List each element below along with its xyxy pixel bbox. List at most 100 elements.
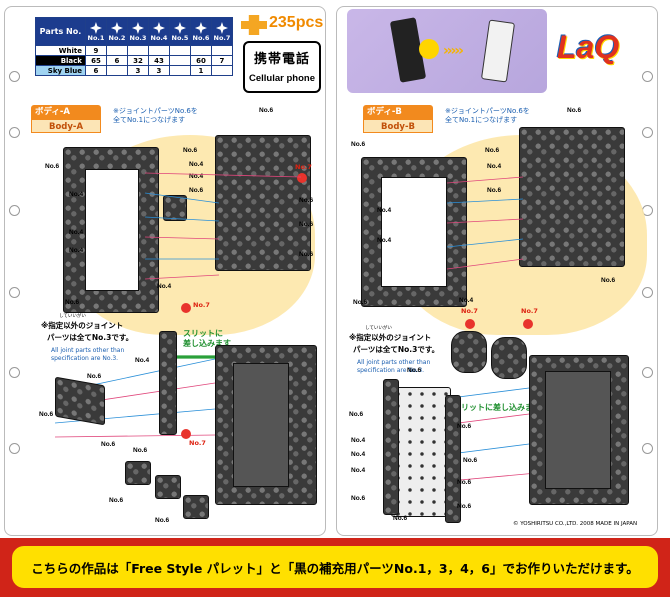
cell [210,65,234,76]
col-no2: No.2 [108,34,126,42]
part-label: No.4 [69,191,84,198]
part-label: No.4 [157,283,172,290]
part-label: No.6 [101,441,116,448]
part-label: No.4 [377,237,392,244]
part-label: No.6 [87,373,102,380]
parts-table: Parts No. No.1 No.2 No.3 No.4 No.5 No.6 … [35,17,234,76]
binder-hole [642,127,653,138]
body-back-panel [215,135,311,271]
col-no3: No.3 [129,34,147,42]
piece-count: 235pcs [241,13,324,37]
insert-arrow [177,353,233,361]
part-label: No.6 [351,495,366,502]
body-label-jp: ボディ-B [363,105,433,119]
joint-spec-note: パーツは全てNo.3です。 [47,333,134,342]
part-label: No.6 [189,187,204,194]
transform-glow [419,39,439,59]
part-label: No.6 [485,147,500,154]
ruby-text: していいがい [59,314,86,319]
side-strip [159,331,177,435]
binder-hole [9,287,20,298]
part-label: No.6 [457,423,472,430]
hinge-piece [491,337,527,379]
ruby-text: していいがい [365,326,392,331]
joint-note: ※ジョイントパーツNo.6を 全てNo.1につなげます [113,107,198,124]
part-label: No.6 [155,517,170,524]
body-a-label: ボディ-A Body-A [31,105,101,133]
piece-count-text: 235pcs [269,14,324,31]
part-label: No.6 [353,299,368,306]
part-label-red: No.7 [295,163,312,171]
part-label: No.6 [39,411,54,418]
part-label: No.6 [133,447,148,454]
col-no1: No.1 [87,34,105,42]
marker-no7 [297,173,307,183]
title-box: 携帯電話 Cellular phone [243,41,321,93]
binder-hole [642,443,653,454]
col-no4: No.4 [150,34,168,42]
slit-instruction: スリットに差し込みます [453,403,541,412]
side-strip [445,395,461,523]
binder-hole [642,287,653,298]
joint-note: ※ジョイントパーツNo.6を 全てNo.1につなげます [445,107,530,124]
frame-opening [85,169,139,291]
laq-logo: LaQ [551,29,647,79]
marker-no7 [523,319,533,329]
table-row: White 9 [35,45,234,56]
part-label: No.6 [567,107,582,114]
parts-header: Parts No. [35,17,86,46]
part-label: No.6 [299,221,314,228]
joint-spec-note: ※指定以外のジョイント [41,321,124,330]
footer-text: こちらの作品は「Free Style パレット」と「黒の補充用パーツNo.1，3… [31,560,639,576]
part-label: No.4 [377,207,392,214]
copyright-text: © YOSHIRITSU CO.,LTD. 2008 MADE IN JAPAN [513,521,638,527]
part-label: No.4 [69,247,84,254]
slit-instruction: スリットに 差し込みます [183,329,231,348]
col-no5: No.5 [171,34,189,42]
part-label: No.6 [351,141,366,148]
part-label: No.4 [135,357,150,364]
joint-spec-note-en: All joint parts other than specification… [51,347,125,362]
body-label-jp: ボディ-A [31,105,101,119]
body-back-panel [519,127,625,267]
marker-no7 [465,319,475,329]
part-label: No.4 [189,161,204,168]
part-label: No.4 [69,229,84,236]
binder-hole [9,205,20,216]
joint-spec-note-en: All joint parts other than specification… [357,359,431,374]
part-label-red: No.7 [189,439,206,447]
body-label-en: Body-B [363,119,433,133]
frame-opening [381,177,447,287]
binder-hole [9,127,20,138]
body-label-en: Body-A [31,119,101,133]
part-label: No.4 [487,163,502,170]
part-label: No.6 [457,503,472,510]
part-label: No.6 [463,457,478,464]
binder-hole [9,367,20,378]
title-en: Cellular phone [249,73,315,84]
title-jp: 携帯電話 [253,52,310,67]
side-strip [383,379,399,515]
col-no7: No.7 [213,34,231,42]
part-label: No.4 [189,173,204,180]
part-label: No.6 [457,479,472,486]
part-label: No.4 [351,437,366,444]
button-piece [155,475,181,499]
part-label: No.6 [183,147,198,154]
body-b-label: ボディ-B Body-B [363,105,433,133]
part-label: No.6 [393,515,408,522]
logo-text: LaQ [557,29,620,65]
binder-hole [642,71,653,82]
marker-no7 [181,429,191,439]
part-label: No.4 [351,467,366,474]
binder-hole [642,367,653,378]
joint-spec-note: ※指定以外のジョイント [349,333,432,342]
part-label: No.6 [487,187,502,194]
marker-no7 [181,303,191,313]
transform-arrows: ››››› [443,43,464,59]
phone-preview: ››››› [347,9,547,93]
part-label-red: No.7 [193,301,210,309]
